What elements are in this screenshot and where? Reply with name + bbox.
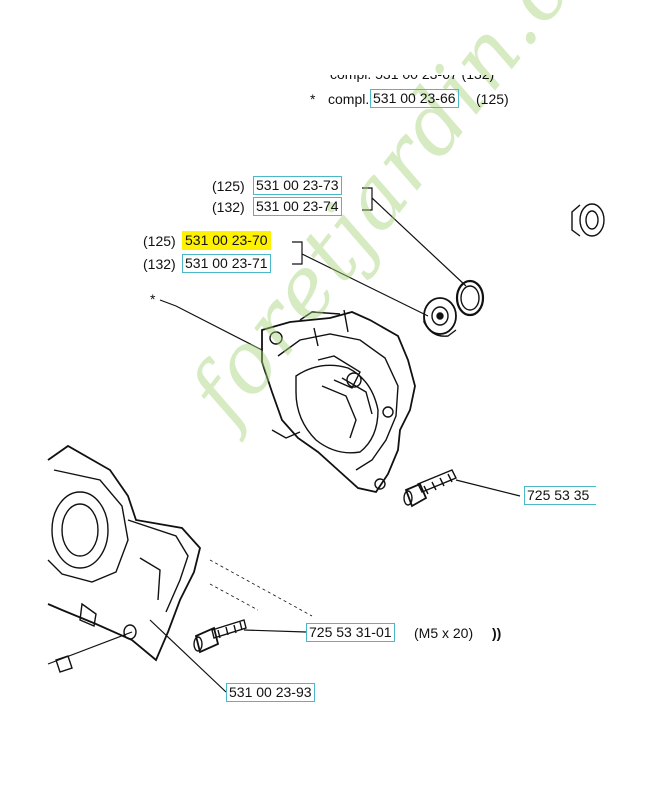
- part-number-cover[interactable]: 531 00 23-93: [226, 683, 315, 702]
- compl-suffix: (125): [476, 91, 509, 107]
- ring-a-prefix: (125): [212, 178, 245, 194]
- part-number-screw-right[interactable]: 725 53 35: [524, 486, 596, 505]
- part-number-ring-b[interactable]: 531 00 23-74: [253, 197, 342, 216]
- compl-star: *: [310, 91, 316, 107]
- part-number-bearing-a[interactable]: 531 00 23-70: [182, 231, 271, 250]
- circlip-ring: [455, 279, 485, 317]
- leader-lines: [47, 187, 521, 693]
- bearing: [423, 297, 457, 337]
- partial-bearing-right: [571, 203, 605, 237]
- compl-prefix: compl.: [328, 91, 370, 107]
- crankcase-star: *: [150, 291, 156, 307]
- cut-off-line: compl. 531 00 23-67 (132): [330, 66, 495, 82]
- screw-right: [403, 469, 457, 508]
- screw-bottom: [193, 619, 247, 654]
- screw-bottom-spec: (M5 x 20): [414, 625, 474, 641]
- part-number-compl[interactable]: 531 00 23-66: [370, 89, 459, 108]
- crankcase-half: [261, 309, 416, 494]
- bearing-a-prefix: (125): [143, 233, 176, 249]
- part-number-screw-bottom[interactable]: 725 53 31-01: [306, 623, 395, 642]
- screw-bottom-mark: )): [492, 625, 502, 641]
- part-number-ring-a[interactable]: 531 00 23-73: [253, 176, 342, 195]
- part-number-bearing-b[interactable]: 531 00 23-71: [182, 254, 271, 273]
- starter-cover: [47, 444, 201, 673]
- bearing-b-prefix: (132): [143, 256, 176, 272]
- ring-b-prefix: (132): [212, 199, 245, 215]
